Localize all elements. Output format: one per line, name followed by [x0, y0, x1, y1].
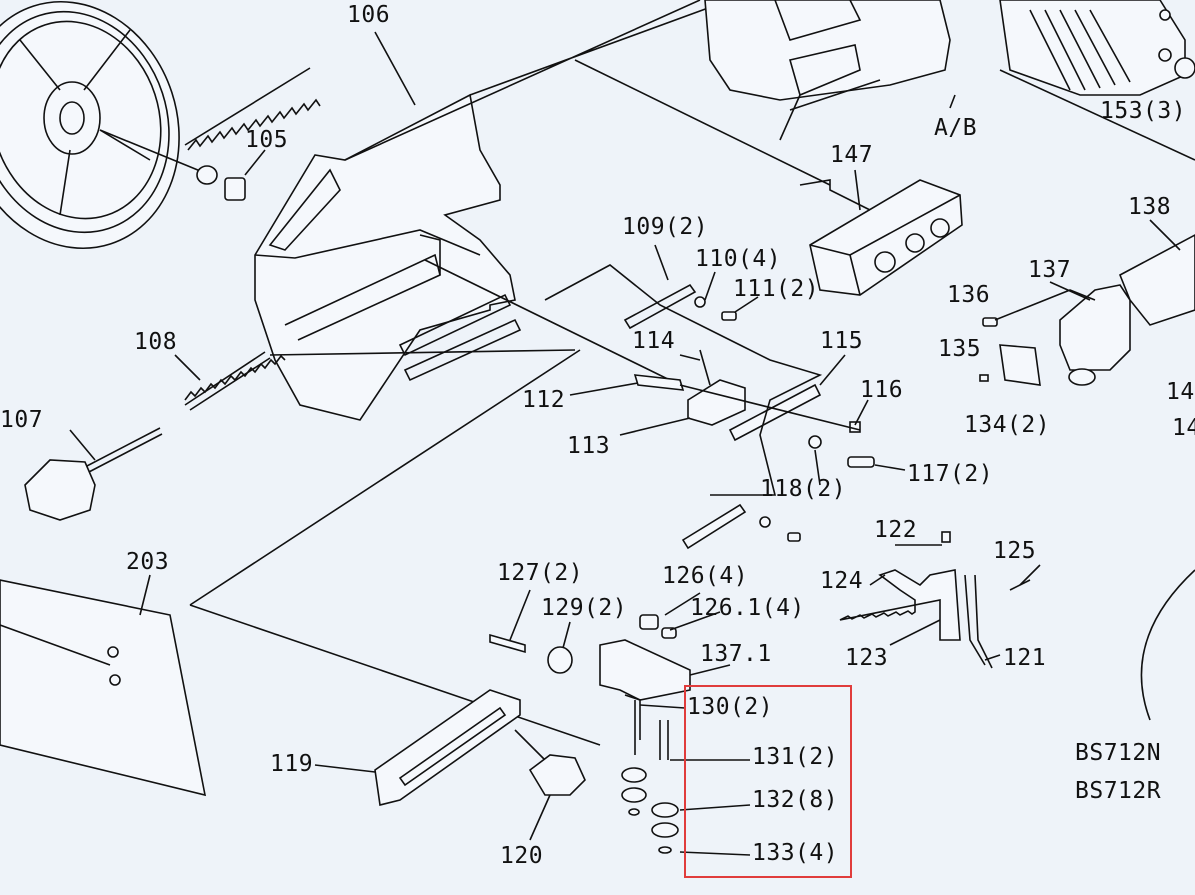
part-label: 111(2) — [733, 276, 820, 302]
slide-bar-119 — [374, 689, 521, 806]
part-label: 112 — [522, 387, 566, 413]
switch-box — [809, 179, 963, 296]
plate-203 — [0, 579, 207, 797]
motor-housing — [704, 0, 951, 101]
part-label: 127(2) — [497, 560, 584, 586]
part-label: 135 — [938, 336, 982, 362]
part-label: 115 — [820, 328, 864, 354]
part-label: 133(4) — [752, 840, 839, 866]
part-label: 114 — [632, 328, 676, 354]
blade-spring — [184, 67, 311, 146]
part-label: 14 — [1172, 415, 1195, 441]
part-label: 203 — [126, 549, 170, 575]
part-label: 108 — [134, 329, 178, 355]
part-label: 138 — [1128, 194, 1172, 220]
part-label: 14 — [1166, 379, 1195, 405]
part-label: 117(2) — [907, 461, 994, 487]
part-label: 130(2) — [687, 694, 774, 720]
part-label: 134(2) — [964, 412, 1051, 438]
part-label: 147 — [830, 142, 874, 168]
model-label: BS712N — [1075, 740, 1162, 766]
highlight-box — [684, 685, 852, 878]
part-label: 110(4) — [695, 246, 782, 272]
gearbox — [999, 0, 1186, 96]
part-label: 137 — [1028, 257, 1072, 283]
part-label: 126.1(4) — [690, 595, 805, 621]
part-label: 120 — [500, 843, 544, 869]
saw-frame — [254, 0, 731, 421]
part-label: 129(2) — [541, 595, 628, 621]
model-label: BS712R — [1075, 778, 1162, 804]
part-label: 105 — [245, 127, 289, 153]
part-label: 113 — [567, 433, 611, 459]
part-label: 132(8) — [752, 787, 839, 813]
knob-107 — [24, 459, 96, 521]
part-label: 121 — [1003, 645, 1047, 671]
part-label: 131(2) — [752, 744, 839, 770]
part-label: 118(2) — [760, 476, 847, 502]
knob-120 — [528, 754, 586, 796]
part-label: 137.1 — [700, 641, 772, 667]
part-label: 124 — [820, 568, 864, 594]
part-label: 125 — [993, 538, 1037, 564]
part-label: 119 — [270, 751, 314, 777]
part-label: A/B — [934, 115, 978, 141]
spring-108 — [184, 354, 286, 401]
part-label: 153(3) — [1100, 98, 1187, 124]
part-label: 107 — [0, 407, 44, 433]
part-label: 136 — [947, 282, 991, 308]
part-label: 116 — [860, 377, 904, 403]
pulley-wheel — [0, 0, 180, 250]
part-label: 109(2) — [622, 214, 709, 240]
part-label: 123 — [845, 645, 889, 671]
part-label: 126(4) — [662, 563, 749, 589]
part-label: 122 — [874, 517, 918, 543]
part-label: 106 — [347, 2, 391, 28]
